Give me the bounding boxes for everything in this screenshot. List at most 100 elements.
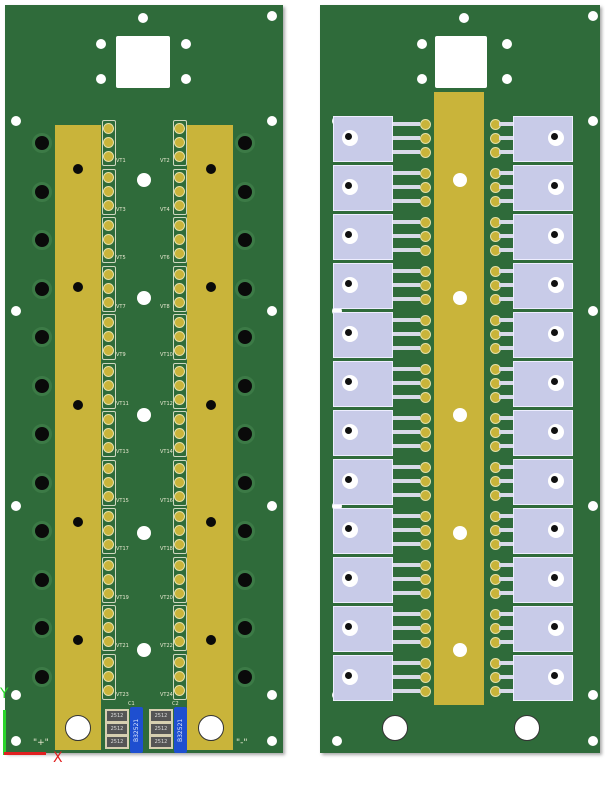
lead — [393, 185, 420, 189]
lead — [393, 528, 420, 532]
pad — [420, 245, 431, 256]
pad — [420, 147, 431, 158]
lead — [393, 395, 420, 399]
lead — [393, 577, 420, 581]
transistor-label: VT2 — [160, 158, 170, 164]
lead — [393, 199, 420, 203]
mounting-hole — [588, 306, 598, 316]
transistor-label: VT4 — [160, 206, 170, 213]
transistor-footprint — [102, 120, 116, 166]
transistor-label: VT24 — [160, 691, 173, 698]
center-hole — [137, 643, 151, 657]
lead — [499, 444, 513, 448]
pad — [420, 637, 431, 648]
lead — [393, 465, 420, 469]
transistor-label: VT11 — [116, 400, 129, 407]
pad — [174, 317, 185, 328]
lead — [393, 661, 420, 665]
transistor-footprint — [173, 314, 187, 360]
pad — [174, 199, 185, 211]
pad — [174, 282, 185, 294]
lead — [499, 234, 513, 238]
lead — [393, 283, 420, 287]
pad — [103, 137, 114, 148]
pad — [103, 220, 114, 231]
heatsink-hole — [235, 181, 255, 202]
pad — [174, 171, 185, 183]
mounting-hole — [588, 501, 598, 511]
center-hole — [137, 291, 151, 305]
lead — [499, 416, 513, 420]
pad — [103, 587, 114, 599]
heatsink-hole — [235, 569, 255, 590]
heatsink-hole — [235, 424, 255, 444]
heatsink-hole — [32, 133, 52, 153]
lead — [499, 269, 513, 273]
copper-pour-right — [187, 125, 233, 750]
lead — [499, 395, 513, 399]
transistor-body — [513, 263, 573, 309]
pad — [103, 282, 114, 294]
heatsink-hole — [32, 424, 52, 444]
lead — [499, 248, 513, 252]
lead — [499, 381, 513, 385]
lead — [499, 150, 513, 154]
lead — [393, 444, 420, 448]
pad — [420, 182, 431, 193]
x-axis-label: X — [53, 750, 63, 766]
transistor-body — [513, 606, 573, 652]
pad — [174, 559, 185, 571]
transistor-footprint — [173, 265, 187, 312]
pad — [174, 137, 185, 148]
lead — [393, 150, 420, 154]
pad — [103, 442, 114, 453]
pad — [103, 414, 114, 425]
mounting-hole-black — [70, 279, 86, 295]
lead — [499, 675, 513, 679]
pad — [103, 636, 114, 647]
lead — [393, 542, 420, 546]
capacitor-c1: B32521 — [130, 707, 143, 753]
lead — [393, 493, 420, 497]
lead — [393, 675, 420, 679]
pad — [103, 511, 114, 522]
transistor-label: VT3 — [116, 206, 126, 213]
pad — [174, 296, 185, 308]
resistor: 2512 — [149, 709, 173, 723]
transistor-body — [333, 606, 393, 652]
transistor-label: VT19 — [116, 594, 129, 601]
transistor-body — [513, 655, 573, 701]
transistor-body — [513, 214, 573, 260]
pad — [103, 317, 114, 328]
mounting-hole — [588, 11, 598, 21]
pad — [420, 119, 431, 130]
pad — [420, 686, 431, 697]
mounting-hole — [588, 690, 598, 700]
lead — [499, 332, 513, 336]
pad — [174, 220, 185, 231]
lead — [393, 416, 420, 420]
pad — [103, 525, 114, 536]
pad — [174, 151, 185, 162]
heatsink-hole — [32, 472, 52, 493]
power-terminal-hole — [514, 715, 540, 741]
pad — [420, 476, 431, 487]
pad — [420, 560, 431, 571]
transistor-body — [333, 361, 393, 407]
pad — [103, 379, 114, 391]
pad — [103, 490, 114, 502]
lead — [393, 234, 420, 238]
transistor-footprint — [102, 605, 116, 651]
heatsink-hole — [235, 278, 255, 299]
lead — [499, 591, 513, 595]
heatsink-hole — [32, 375, 52, 396]
lead — [499, 563, 513, 567]
pad — [420, 343, 431, 354]
transistor-label: VT23 — [116, 691, 129, 698]
mounting-hole-black — [70, 632, 86, 648]
transistor-label: VT16 — [160, 497, 173, 504]
mounting-hole — [267, 306, 277, 316]
pad — [103, 248, 114, 259]
pad — [420, 196, 431, 207]
mounting-hole — [417, 74, 427, 84]
